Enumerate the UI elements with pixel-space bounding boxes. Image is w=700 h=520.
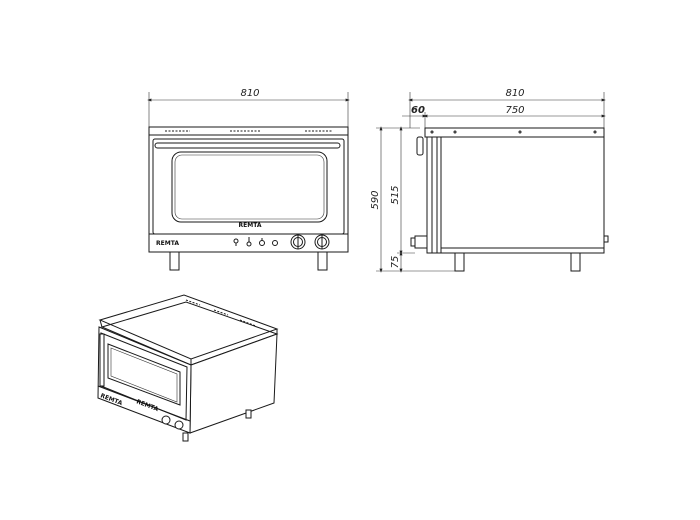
side-handle	[416, 136, 424, 156]
iso-knob-2-icon	[174, 420, 184, 430]
side-right-leg	[570, 252, 581, 272]
side-offset-label: 60	[411, 105, 425, 116]
front-left-leg	[169, 251, 180, 271]
door-brand-label: REMTA	[239, 222, 262, 229]
door-handle	[154, 142, 341, 149]
temperature-knob-icon	[314, 234, 330, 250]
timer-knob-icon	[290, 234, 306, 250]
fan-icon	[259, 238, 265, 246]
front-width-dimension: 810	[147, 88, 350, 128]
side-top-rim	[424, 127, 605, 138]
back-connector	[603, 235, 609, 243]
door-window	[171, 151, 328, 223]
iso-front-face	[97, 326, 192, 434]
side-knob	[414, 235, 428, 249]
side-door-profile	[426, 136, 442, 254]
iso-window	[107, 343, 181, 406]
body-height-label: 515	[390, 185, 401, 204]
body-height-dimension: 515	[390, 126, 415, 255]
iso-leg-right	[245, 409, 252, 419]
side-body	[440, 136, 605, 254]
lamp-icon	[233, 238, 239, 246]
front-width-label: 810	[240, 88, 259, 99]
iso-handle	[99, 333, 105, 387]
iso-leg-front	[182, 432, 189, 442]
side-offset-dimension: 60	[402, 105, 427, 118]
isometric-view: REMTA REMTA	[97, 294, 279, 442]
front-view: 810 REMTA REMTA	[147, 88, 350, 271]
side-view: 810 750 60 590 515 75	[370, 88, 609, 273]
thermometer-icon	[246, 237, 252, 247]
side-width-dimension: 810	[408, 88, 606, 128]
side-left-leg	[454, 252, 465, 272]
panel-brand-label: REMTA	[156, 240, 179, 247]
iso-knob-1-icon	[161, 415, 171, 425]
status-light-icon	[272, 240, 278, 246]
total-height-label: 590	[370, 190, 381, 209]
total-height-dimension: 590	[370, 126, 460, 273]
leg-height-dimension: 75	[390, 251, 403, 273]
front-body	[148, 134, 349, 253]
front-right-leg	[317, 251, 328, 271]
leg-height-label: 75	[390, 256, 401, 269]
side-depth-label: 750	[505, 105, 524, 116]
side-width-label: 810	[505, 88, 524, 99]
side-depth-dimension: 750	[423, 105, 606, 128]
